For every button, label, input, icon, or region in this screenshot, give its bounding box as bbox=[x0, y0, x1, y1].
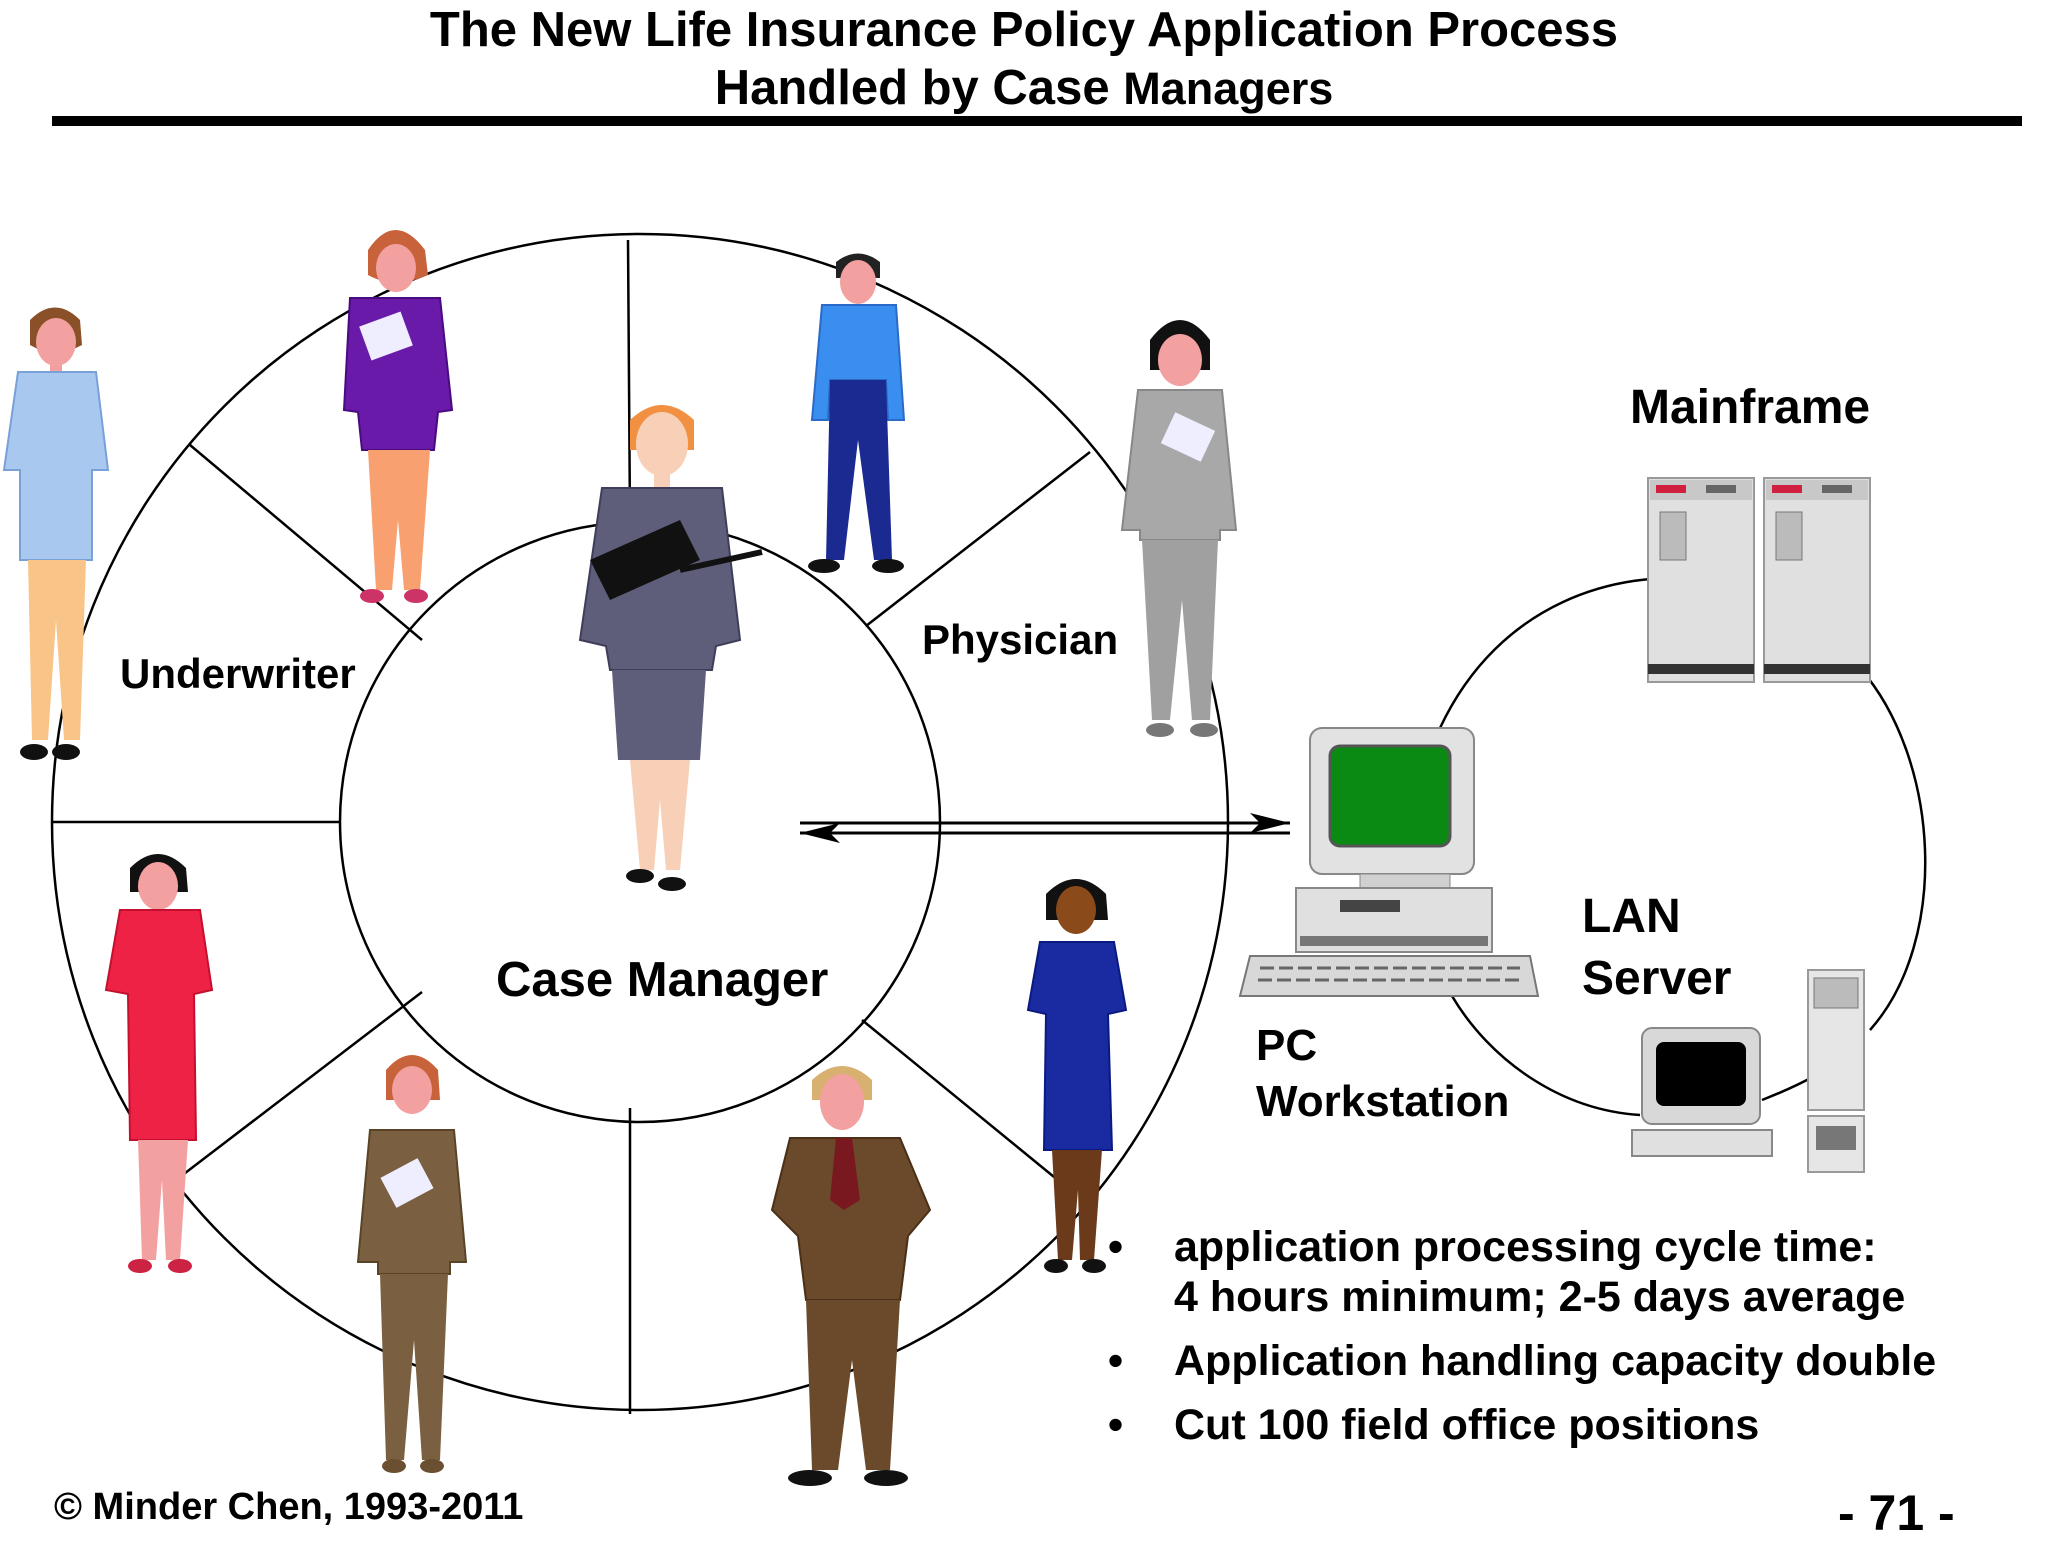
pc-workstation-icon bbox=[1238, 727, 1540, 997]
title-line-2: Handled by Case Managers bbox=[0, 60, 2048, 117]
bullet-symbol: • bbox=[1108, 1223, 1124, 1271]
pc-workstation-label-line-2: Workstation bbox=[1256, 1077, 1510, 1126]
physician-label: Physician bbox=[922, 616, 1119, 663]
copyright-footer: © Minder Chen, 1993-2011 bbox=[54, 1486, 524, 1528]
bullet-text-line-1: Cut 100 field office positions bbox=[1174, 1401, 1760, 1449]
bullet-text-line-1: application processing cycle time: bbox=[1174, 1223, 1877, 1271]
figure-woman-brown-suit bbox=[356, 1055, 468, 1473]
lan-server-label: LAN Server bbox=[1582, 886, 1731, 1010]
spoke-upper-left bbox=[189, 444, 423, 641]
spoke-top bbox=[626, 239, 632, 523]
bullet-item: • Cut 100 field office positions bbox=[1108, 1400, 1936, 1450]
figure-woman-blue-dress bbox=[1026, 879, 1128, 1273]
ring-arc-right bbox=[1859, 667, 1927, 1031]
bullet-text-line-1: Application handling capacity double bbox=[1174, 1337, 1937, 1385]
case-manager-label: Case Manager bbox=[496, 953, 829, 1007]
figure-woman-red-dress bbox=[104, 854, 214, 1273]
lan-server-label-line-1: LAN bbox=[1582, 890, 1681, 943]
pc-workstation-label-line-1: PC bbox=[1256, 1021, 1318, 1070]
exchange-arrow bbox=[800, 813, 1290, 843]
title-line-2-main: Handled by Case bbox=[714, 61, 1124, 115]
mainframe-icon bbox=[1647, 477, 1871, 683]
bullet-item: • application processing cycle time: 4 h… bbox=[1108, 1222, 1936, 1322]
page-number: - 71 - bbox=[1838, 1485, 1955, 1541]
figure-woman-light-blue bbox=[2, 307, 110, 760]
bullet-symbol: • bbox=[1108, 1401, 1124, 1449]
bullet-item: • Application handling capacity double bbox=[1108, 1336, 1936, 1386]
figure-woman-gray-suit bbox=[1120, 320, 1238, 737]
bullet-text-line-2: 4 hours minimum; 2-5 days average bbox=[1174, 1273, 1906, 1321]
title-line-1: The New Life Insurance Policy Applicatio… bbox=[429, 3, 1619, 57]
figure-woman-purple bbox=[342, 230, 454, 603]
title-line-2-small: Managers bbox=[1123, 63, 1334, 114]
figure-man-blue-shirt bbox=[808, 253, 906, 573]
mainframe-label: Mainframe bbox=[1630, 381, 1871, 434]
bullet-symbol: • bbox=[1108, 1337, 1124, 1385]
title-rule bbox=[52, 116, 2022, 126]
spoke-lower-left bbox=[175, 991, 423, 1181]
figure-man-brown-suit bbox=[770, 1066, 932, 1486]
bullet-list: • application processing cycle time: 4 h… bbox=[1108, 1222, 1936, 1464]
lan-server-icon bbox=[1631, 969, 1865, 1173]
underwriter-label: Underwriter bbox=[120, 650, 356, 697]
spoke-lower-right bbox=[861, 1019, 1071, 1191]
ring-arc-bottom bbox=[1450, 995, 1641, 1117]
spoke-upper-right bbox=[865, 451, 1091, 627]
figure-case-manager bbox=[578, 405, 763, 891]
pc-workstation-label: PC Workstation bbox=[1256, 1018, 1509, 1130]
lan-server-label-line-2: Server bbox=[1582, 952, 1732, 1005]
